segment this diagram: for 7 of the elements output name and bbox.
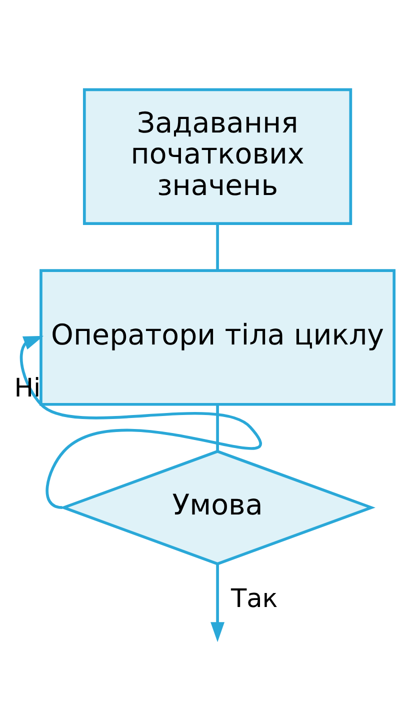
connector: [216, 223, 219, 270]
arrow: [210, 564, 225, 642]
node-box: Задавання початкових значень: [82, 88, 352, 224]
connector: [216, 404, 219, 450]
node-box: Оператори тіла циклу: [40, 268, 396, 406]
edge-label: Так: [230, 584, 278, 614]
node-diamond: Умова: [60, 449, 376, 565]
